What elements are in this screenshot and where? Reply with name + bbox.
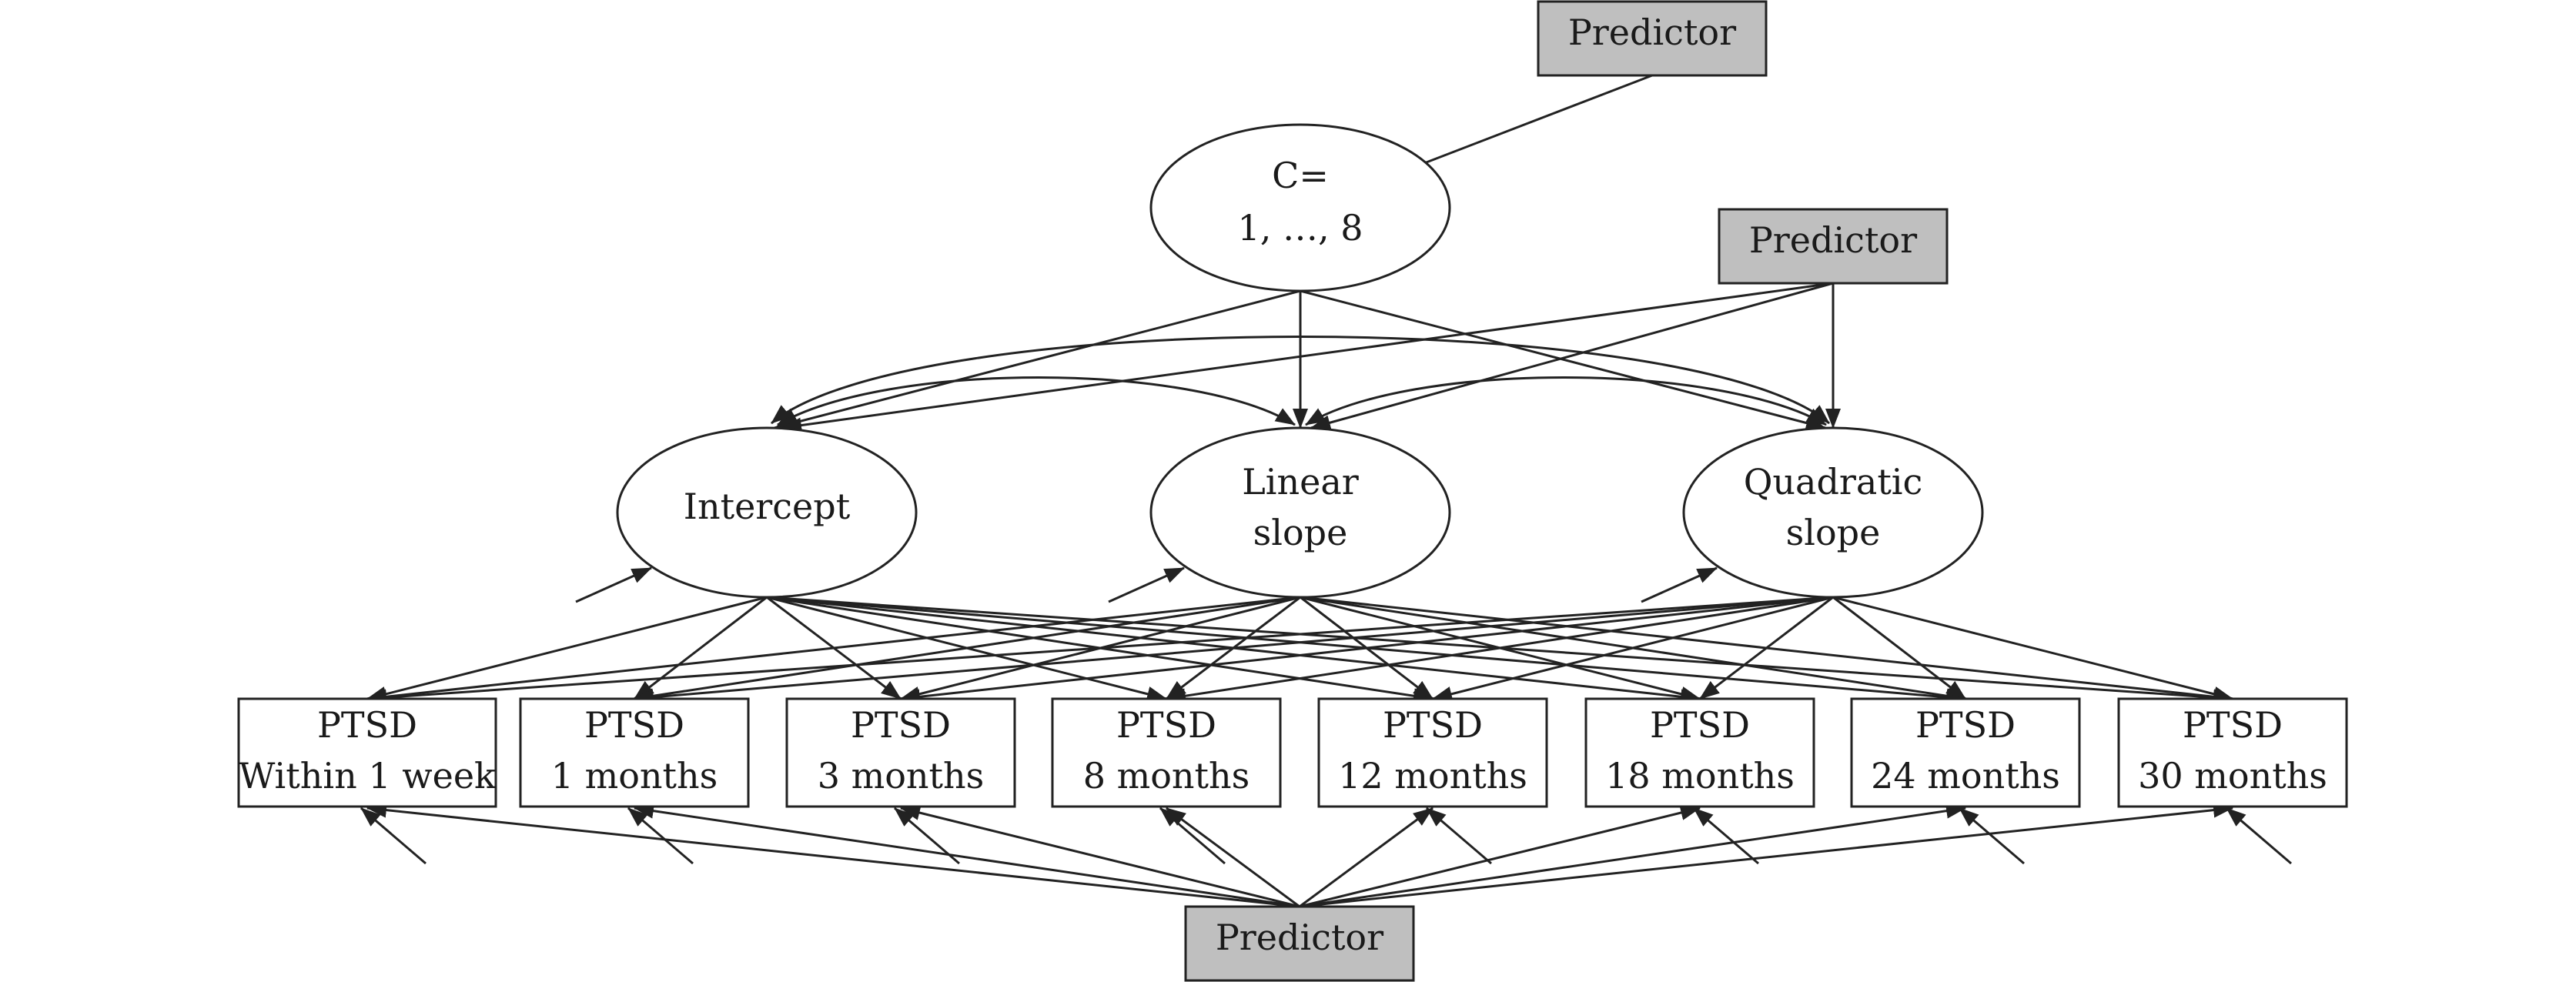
loading-factor-1-to-indicator-1 <box>634 596 1301 704</box>
indicator-ptsd-within-1-week: PTSD Within 1 week <box>237 697 497 808</box>
indicator-label-line1: PTSD <box>1650 704 1750 746</box>
edge-growth-predictor-to-intercept <box>781 282 1834 433</box>
loading-factor-2-to-indicator-0 <box>366 596 1834 706</box>
indicator-ptsd-8-months: PTSD 8 months <box>1051 697 1282 808</box>
indicator-label-line2: Within 1 week <box>239 755 497 797</box>
loading-factor-2-to-indicator-1 <box>634 596 1834 705</box>
residual-indicator-7 <box>2226 807 2292 865</box>
edge-bottom-predictor-to-indicator-1 <box>634 803 1300 908</box>
edge-bottom-predictor-to-indicator-2 <box>900 805 1300 908</box>
edge-class-to-quadratic <box>1300 289 1826 431</box>
indicator-ptsd-30-months: PTSD 30 months <box>2117 697 2348 808</box>
top-predictor-label: Predictor <box>1568 12 1736 53</box>
indicator-label-line1: PTSD <box>584 704 684 746</box>
indicator-label-line1: PTSD <box>851 704 951 746</box>
quadratic-slope-factor-node: Quadratic slope <box>1682 426 1984 599</box>
loading-factor-0-to-indicator-0 <box>366 596 768 702</box>
top-predictor-node: Predictor <box>1537 0 1768 77</box>
latent-class-node: C= 1, …, 8 <box>1149 123 1451 292</box>
indicator-ptsd-12-months: PTSD 12 months <box>1317 697 1548 808</box>
loading-factor-2-to-indicator-2 <box>900 596 1834 705</box>
connector-layer <box>360 74 2292 908</box>
residual-intercept <box>575 566 652 603</box>
indicator-label-line2: 30 months <box>2138 755 2327 797</box>
residual-indicator-4 <box>1426 807 1492 865</box>
quadratic-slope-label-line1: Quadratic <box>1744 461 1923 503</box>
indicator-label-line2: 3 months <box>818 755 985 797</box>
residual-indicator-6 <box>1959 807 2025 865</box>
residual-linear <box>1108 566 1185 603</box>
loading-factor-1-to-indicator-0 <box>366 596 1301 705</box>
bottom-predictor-node: Predictor <box>1184 905 1415 982</box>
linear-slope-label-line1: Linear <box>1242 461 1359 503</box>
loading-factor-0-to-indicator-1 <box>634 596 768 700</box>
residual-quadratic <box>1641 566 1718 603</box>
indicator-ptsd-1-months: PTSD 1 months <box>519 697 750 808</box>
indicator-label-line2: 1 months <box>551 755 718 797</box>
indicator-label-line2: 24 months <box>1871 755 2060 797</box>
loading-factor-2-to-indicator-4 <box>1432 596 1834 702</box>
indicator-ptsd-18-months: PTSD 18 months <box>1584 697 1815 808</box>
indicator-label-line2: 18 months <box>1605 755 1795 797</box>
indicator-label-line2: 12 months <box>1338 755 1527 797</box>
covariance-intercept-quadratic <box>771 336 1830 425</box>
indicator-ptsd-24-months: PTSD 24 months <box>1850 697 2081 808</box>
indicator-label-line1: PTSD <box>1116 704 1216 746</box>
indicator-label-line1: PTSD <box>317 704 417 746</box>
bottom-predictor-label: Predictor <box>1216 917 1383 958</box>
residual-indicator-0 <box>360 807 427 865</box>
edge-bottom-predictor-to-indicator-4 <box>1299 807 1434 908</box>
indicator-label-line1: PTSD <box>2183 704 2283 746</box>
edge-bottom-predictor-to-indicator-6 <box>1299 803 1966 908</box>
indicator-label-line1: PTSD <box>1383 704 1483 746</box>
loading-factor-2-to-indicator-5 <box>1699 596 1834 700</box>
indicator-ptsd-3-months: PTSD 3 months <box>785 697 1016 808</box>
edge-bottom-predictor-to-indicator-0 <box>366 802 1300 908</box>
latent-class-label: C= <box>1272 155 1329 196</box>
residual-indicator-3 <box>1159 807 1226 865</box>
edge-bottom-predictor-to-indicator-5 <box>1299 805 1701 908</box>
edge-bottom-predictor-to-indicator-3 <box>1166 807 1300 908</box>
latent-class-range: 1, …, 8 <box>1237 207 1363 249</box>
covariance-intercept-linear <box>777 376 1296 426</box>
residual-indicator-5 <box>1693 807 1759 865</box>
growth-predictor-label: Predictor <box>1749 219 1917 261</box>
linear-slope-factor-node: Linear slope <box>1149 426 1451 599</box>
indicator-label-line2: 8 months <box>1083 755 1250 797</box>
loading-factor-2-to-indicator-7 <box>1832 596 2233 702</box>
quadratic-slope-label-line2: slope <box>1786 512 1881 553</box>
loading-factor-2-to-indicator-3 <box>1166 596 1834 704</box>
intercept-factor-node: Intercept <box>616 426 918 599</box>
linear-slope-label-line2: slope <box>1253 512 1348 553</box>
intercept-label: Intercept <box>684 486 851 527</box>
growth-predictor-node: Predictor <box>1718 208 1949 285</box>
edge-bottom-predictor-to-indicator-7 <box>1299 802 2233 908</box>
edge-growth-predictor-to-linear <box>1310 282 1834 430</box>
indicator-label-line1: PTSD <box>1915 704 2016 746</box>
edge-class-to-intercept <box>774 289 1301 431</box>
edge-top-predictor-to-class <box>1423 74 1653 165</box>
loading-factor-2-to-indicator-6 <box>1832 596 1966 700</box>
covariance-linear-quadratic <box>1305 376 1827 426</box>
